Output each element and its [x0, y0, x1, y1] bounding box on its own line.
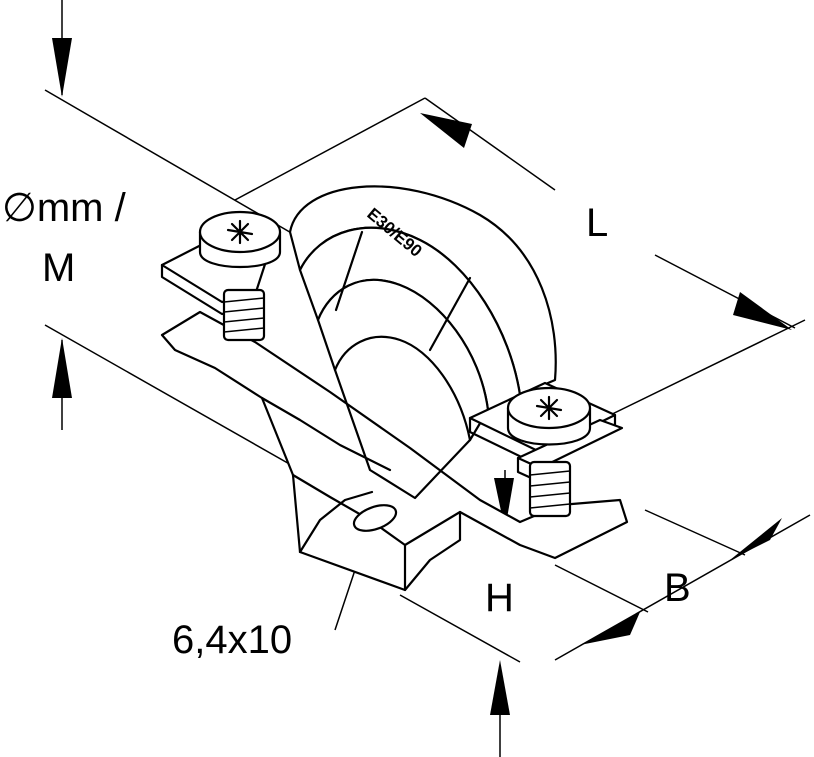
- screw-right: [506, 386, 592, 518]
- dimension-arrows: [52, 38, 792, 715]
- diameter-label: ∅mm /: [2, 186, 126, 230]
- slot-label: 6,4x10: [172, 618, 293, 662]
- thread-label: M: [42, 246, 76, 290]
- length-label: L: [586, 201, 609, 245]
- height-label: H: [485, 576, 514, 620]
- screw-left: [198, 210, 282, 342]
- clamp-band: [288, 185, 557, 500]
- dimension-lines: [44, 0, 811, 757]
- width-label: B: [664, 566, 691, 610]
